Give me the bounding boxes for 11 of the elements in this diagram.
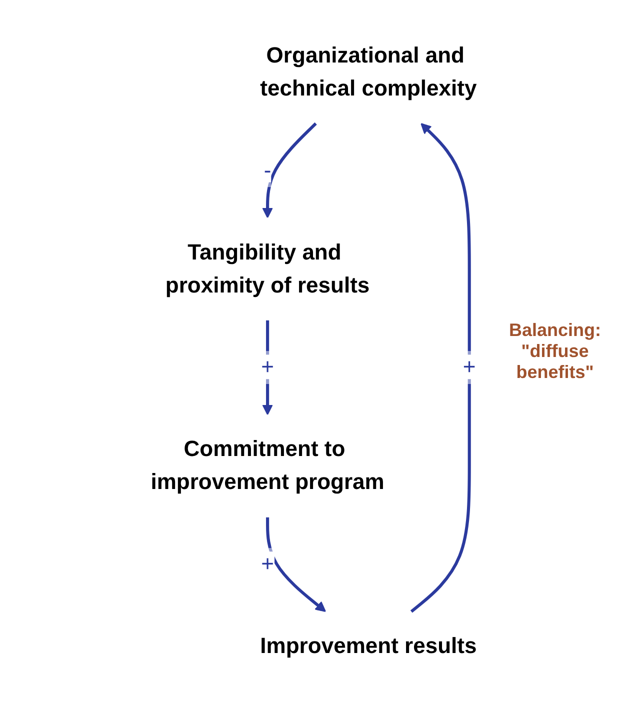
arrow <box>410 122 471 612</box>
node-text: Commitment to improvement program <box>150 436 384 494</box>
edge-label: + <box>462 354 476 379</box>
edge-label: + <box>261 354 274 379</box>
arrow <box>266 516 326 612</box>
loop-label: Balancing: "diffuse benefits" <box>508 320 602 383</box>
node-text: Improvement results <box>260 633 477 658</box>
edge-label: - <box>264 157 272 182</box>
edge-label: + <box>261 551 274 576</box>
node-text: Organizational and technical complexity <box>260 42 477 100</box>
node-text: Tangibility and proximity of results <box>165 239 370 297</box>
